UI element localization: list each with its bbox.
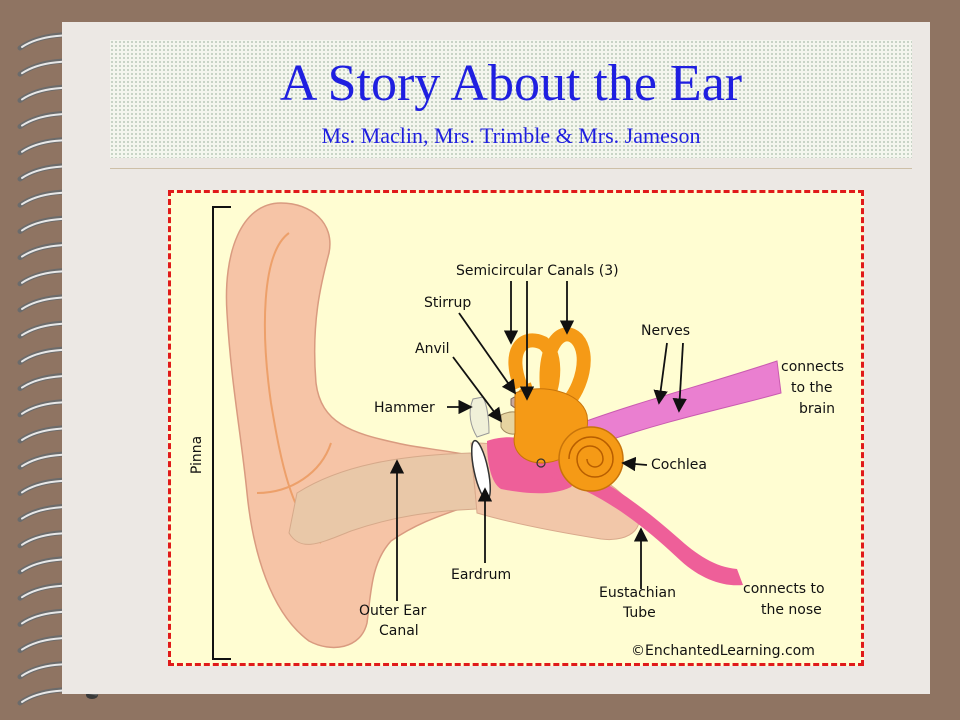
label-brain-line1: connects (781, 359, 844, 375)
label-cochlea: Cochlea (651, 457, 707, 473)
slide-title: A Story About the Ear (279, 55, 743, 112)
label-anvil: Anvil (415, 341, 450, 357)
label-hammer: Hammer (374, 400, 435, 416)
ear-canal (288, 452, 478, 545)
title-band (110, 40, 912, 158)
label-outer-ear-canal-line1: Outer Ear (359, 603, 427, 619)
pinna-bracket (212, 206, 231, 660)
label-outer-ear-canal-line2: Canal (379, 623, 419, 639)
label-eardrum: Eardrum (451, 567, 511, 583)
title-divider (110, 168, 912, 169)
label-arrows (389, 281, 687, 601)
cochlea (558, 426, 624, 492)
round-window (536, 458, 546, 468)
label-nerves: Nerves (641, 323, 690, 339)
credit-text: ©EnchantedLearning.com (631, 643, 815, 659)
label-stirrup: Stirrup (424, 295, 471, 311)
label-brain-line2: to the (791, 380, 832, 396)
slide-subtitle: Ms. Maclin, Mrs. Trimble & Mrs. Jameson (321, 123, 701, 148)
label-eustachian-line1: Eustachian (599, 585, 676, 601)
label-brain-line3: brain (799, 401, 835, 417)
label-eustachian-line2: Tube (622, 605, 656, 621)
ear-diagram: Semicircular Canals (3) Stirrup Nerves A… (168, 190, 864, 666)
eustachian-tube (551, 463, 743, 586)
label-nose-line2: the nose (761, 602, 822, 618)
label-nose-line1: connects to (743, 581, 825, 597)
label-semicircular-canals: Semicircular Canals (3) (456, 263, 619, 279)
label-pinna: Pinna (189, 436, 205, 474)
hammer-bone (469, 396, 490, 438)
ear-illustration: Semicircular Canals (3) Stirrup Nerves A… (189, 202, 844, 660)
pinna-fold-2 (256, 442, 332, 494)
